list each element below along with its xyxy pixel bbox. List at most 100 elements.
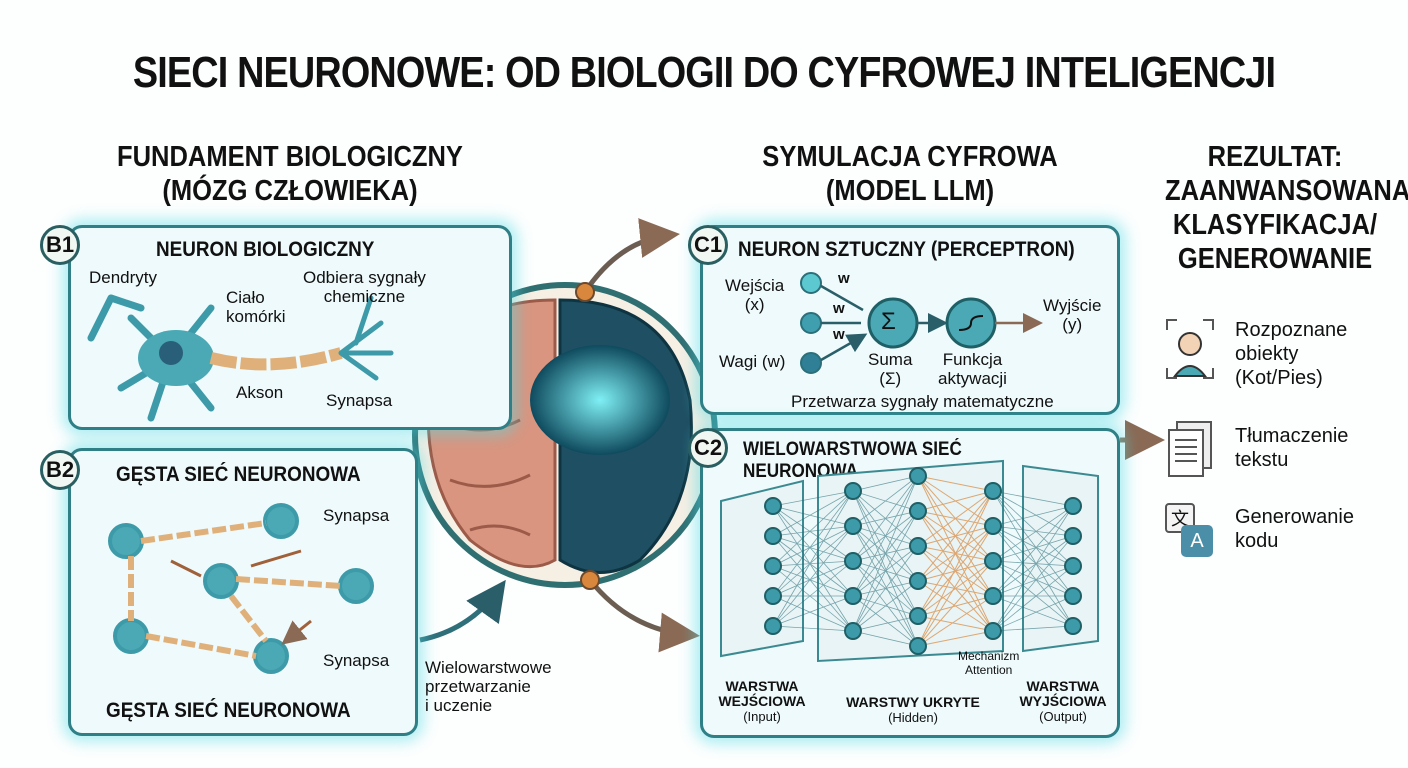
- page-title: SIECI NEURONOWE: OD BIOLOGII DO CYFROWEJ…: [132, 48, 1276, 97]
- connection: [917, 595, 994, 647]
- connection: [772, 535, 854, 632]
- connection: [917, 525, 994, 647]
- text: obiekty: [1235, 343, 1299, 365]
- connection: [772, 565, 854, 632]
- network-node: [844, 552, 862, 570]
- connection: [917, 490, 994, 647]
- label-sum: Suma(Σ): [868, 350, 912, 388]
- connection: [992, 535, 1074, 632]
- connection: [772, 505, 854, 597]
- connection: [852, 630, 919, 647]
- text: Wielowarstwowe: [425, 658, 552, 677]
- network-node: [984, 622, 1002, 640]
- network-node: [909, 502, 927, 520]
- header-line: (MÓZG CZŁOWIEKA): [162, 175, 418, 207]
- sigma-symbol: Σ: [881, 308, 896, 335]
- connection: [852, 475, 919, 632]
- network-node: [844, 587, 862, 605]
- connection: [772, 490, 854, 507]
- header-line: (MODEL LLM): [825, 175, 995, 207]
- connection: [917, 490, 994, 547]
- label-synapse: Synapsa: [323, 651, 390, 670]
- network-node: [1064, 617, 1082, 635]
- connection: [772, 490, 854, 537]
- connection: [992, 535, 1074, 562]
- connection: [992, 560, 1074, 597]
- connection: [852, 525, 919, 647]
- connection: [992, 505, 1074, 632]
- connection: [852, 475, 919, 562]
- text: kodu: [1235, 530, 1279, 552]
- network-node: [764, 527, 782, 545]
- network-node: [909, 637, 927, 655]
- connection: [772, 490, 854, 567]
- connection: [917, 560, 994, 617]
- header-line: ZAANWANSOWANA: [1165, 175, 1408, 207]
- text: (Input): [743, 709, 781, 724]
- network-node: [984, 552, 1002, 570]
- panel-c1-perceptron: NEURON SZTUCZNY (PERCEPTRON) Σ Wejścia(x…: [700, 225, 1120, 415]
- arrow-to-c1: [582, 218, 680, 294]
- connection: [992, 535, 1074, 597]
- connection: [772, 560, 854, 597]
- connection: [852, 615, 919, 632]
- text: (x): [744, 295, 765, 314]
- connection: [992, 565, 1074, 632]
- connection: [772, 565, 854, 597]
- network-node: [984, 482, 1002, 500]
- connection: [992, 525, 1074, 597]
- connection: [772, 525, 854, 567]
- network-node: [984, 517, 1002, 535]
- document-icon: [1168, 421, 1212, 477]
- text: Ciało: [226, 288, 265, 307]
- network-node: [909, 537, 927, 555]
- network-node: [764, 557, 782, 575]
- connection: [917, 630, 994, 647]
- network-node: [764, 617, 782, 635]
- network-node: [1064, 587, 1082, 605]
- weight-label: w: [833, 326, 845, 343]
- connection: [992, 490, 1074, 597]
- connection: [772, 490, 854, 597]
- panel-title: GĘSTA SIEĆ NEURONOWA: [116, 463, 361, 486]
- weight-label: w: [838, 270, 850, 287]
- network-node: [909, 607, 927, 625]
- text: Suma: [868, 350, 913, 369]
- network-node: [1064, 497, 1082, 515]
- network-node: [984, 587, 1002, 605]
- connection: [852, 580, 919, 632]
- panel-caption: Przetwarza sygnały matematyczne: [791, 392, 1054, 411]
- connection: [852, 475, 919, 492]
- panel-title: NEURON BIOLOGICZNY: [156, 238, 375, 261]
- text: Wyjście: [1043, 296, 1102, 315]
- text: Generowanie: [1235, 506, 1354, 528]
- badge-c1: C1: [688, 225, 728, 265]
- connection: [992, 490, 1074, 627]
- text: Rozpoznane: [1235, 319, 1348, 341]
- section-header-digital: SYMULACJA CYFROWA (MODEL LLM): [725, 140, 1095, 208]
- text: WARSTWA: [725, 678, 799, 694]
- text: Funkcja: [942, 350, 1003, 369]
- connection: [772, 560, 854, 567]
- network-node: [1064, 557, 1082, 575]
- arrow-to-c2: [588, 578, 700, 653]
- panel-title: NEURON SZTUCZNY (PERCEPTRON): [738, 238, 1075, 261]
- connection: [772, 505, 854, 562]
- text: tekstu: [1235, 449, 1289, 471]
- text: WARSTWA: [1026, 678, 1100, 694]
- network-node: [909, 467, 927, 485]
- label-weights: Wagi (w): [719, 352, 786, 371]
- connection: [852, 545, 919, 632]
- label-synapse: Synapsa: [323, 506, 390, 525]
- connection: [917, 490, 994, 617]
- badge-c2: C2: [688, 428, 728, 468]
- label-inputs: Wejścia(x): [725, 276, 784, 314]
- text: chemiczne: [323, 287, 406, 306]
